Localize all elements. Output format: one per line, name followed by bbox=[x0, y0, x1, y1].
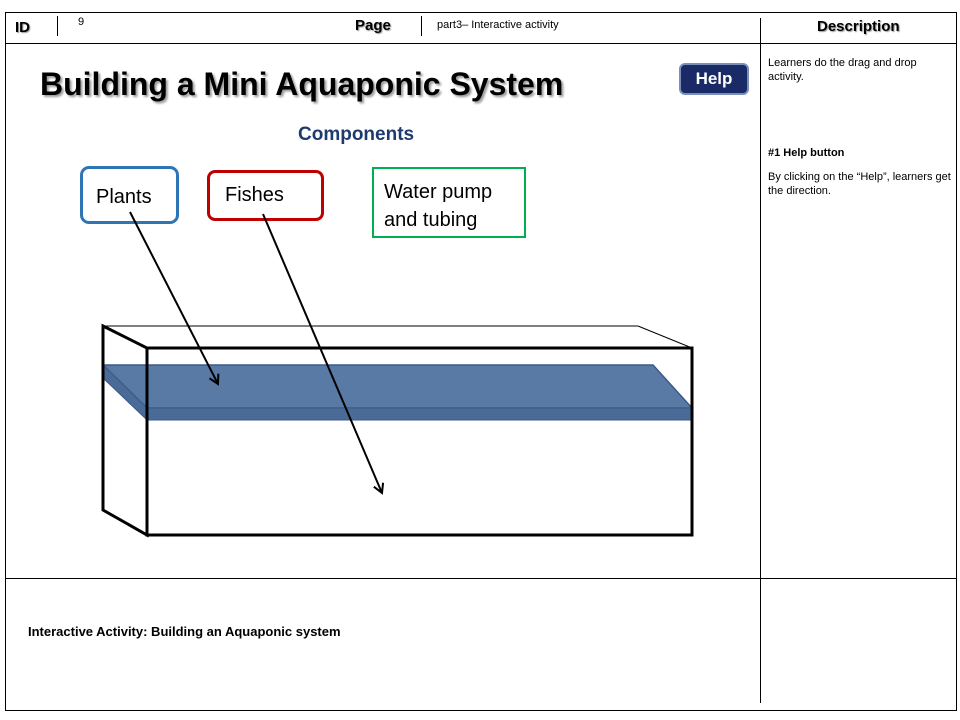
plants-arrow bbox=[129, 211, 218, 384]
component-water-pump-label: Water pump and tubing bbox=[384, 181, 493, 231]
id-value: 9 bbox=[78, 16, 85, 28]
tank-front-face bbox=[145, 346, 694, 537]
grow-bed-tray-front bbox=[146, 407, 693, 421]
components-heading: Components bbox=[298, 124, 415, 145]
fishes-arrow bbox=[262, 213, 382, 493]
id-tick bbox=[57, 16, 58, 36]
component-fishes-label: Fishes bbox=[225, 184, 284, 206]
description-intro: Learners do the drag and drop activity. bbox=[768, 57, 917, 83]
id-label: ID bbox=[15, 19, 30, 36]
tank-back-right-edge bbox=[637, 325, 693, 349]
frame-top bbox=[5, 12, 957, 13]
component-water-pump[interactable]: Water pump and tubing bbox=[372, 167, 526, 238]
page-tick bbox=[421, 16, 422, 36]
description-column-divider bbox=[760, 18, 761, 703]
frame-footer-divider bbox=[5, 578, 957, 579]
frame-right bbox=[956, 12, 957, 711]
frame-header-bottom bbox=[5, 43, 957, 44]
help-item-title: #1 Help button bbox=[768, 147, 845, 159]
tank-left-side bbox=[101, 323, 149, 538]
slide-title: Building a Mini Aquaponic System bbox=[40, 66, 564, 102]
page-label: Page bbox=[355, 17, 391, 34]
component-plants-label: Plants bbox=[96, 186, 152, 208]
component-plants[interactable]: Plants bbox=[80, 166, 179, 224]
help-item-text: By clicking on the “Help”, learners get … bbox=[768, 171, 951, 197]
page-value: part3– Interactive activity bbox=[437, 19, 559, 31]
component-fishes[interactable]: Fishes bbox=[207, 170, 324, 221]
grow-bed-tray bbox=[101, 364, 694, 409]
frame-left bbox=[5, 12, 6, 711]
aquaponic-tank-illustration bbox=[101, 211, 694, 538]
help-button[interactable]: Help bbox=[679, 63, 749, 95]
description-label: Description bbox=[817, 18, 900, 35]
frame-bottom bbox=[5, 710, 957, 711]
footer-caption: Interactive Activity: Building an Aquapo… bbox=[28, 624, 341, 639]
